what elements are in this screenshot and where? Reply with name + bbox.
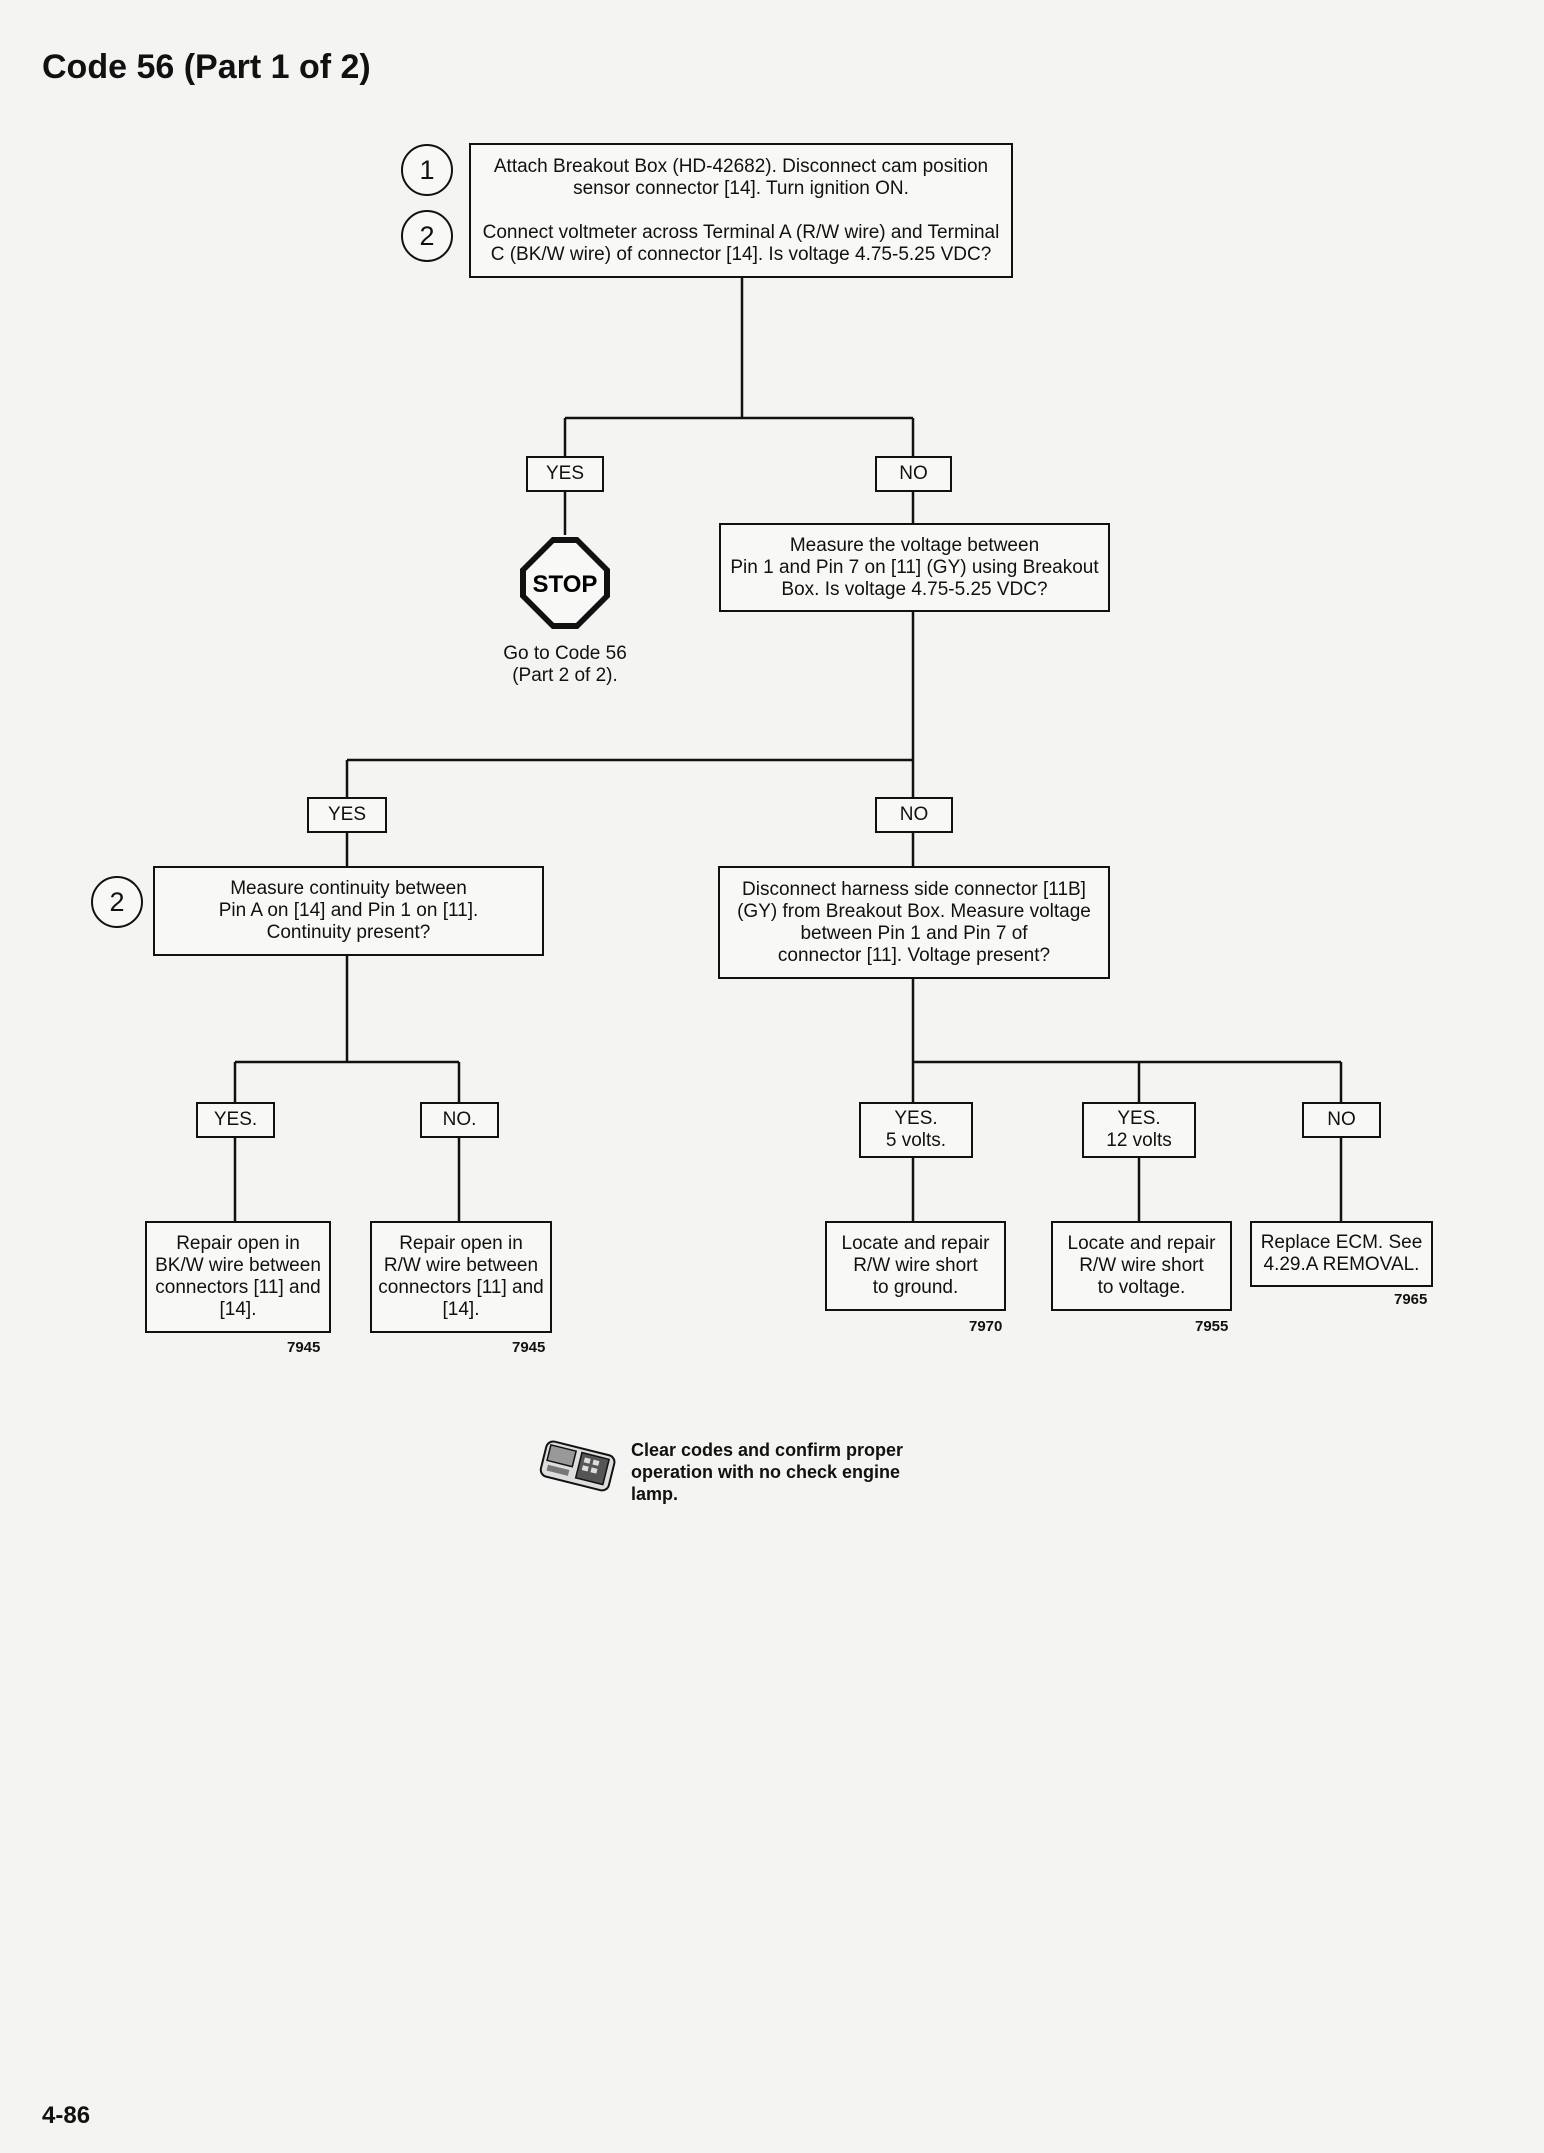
step-number-2: 2 (401, 210, 453, 262)
page-title: Code 56 (Part 1 of 2) (42, 48, 371, 86)
branch3-right-yes-5v-label: YES. 5 volts. (859, 1102, 973, 1158)
result-ref-number: 7970 (969, 1318, 1003, 1335)
footer-note: Clear codes and confirm proper operation… (631, 1440, 904, 1504)
step3-left-line: Pin A on [14] and Pin 1 on [11]. (218, 900, 479, 921)
branch1-no-label: NO (875, 456, 952, 492)
result-ref-number: 7965 (1394, 1291, 1428, 1308)
branch3-left-yes-label: YES. (196, 1102, 275, 1138)
step3-right-line: (GY) from Breakout Box. Measure voltage (737, 900, 1091, 922)
step2-line: Pin 1 and Pin 7 on [11] (GY) using Break… (730, 556, 1099, 578)
step1-line: C (BK/W wire) of connector [14]. Is volt… (490, 243, 992, 265)
step3-right-box: Disconnect harness side connector [11B] … (718, 866, 1110, 979)
result-box-short-ground: Locate and repair R/W wire short to grou… (825, 1221, 1006, 1311)
step3-right-line: between Pin 1 and Pin 7 of (800, 922, 1028, 944)
step1-line: sensor connector [14]. Turn ignition ON. (573, 177, 909, 199)
step1-line: Connect voltmeter across Terminal A (R/W… (482, 221, 1000, 243)
step2-box: Measure the voltage between Pin 1 and Pi… (719, 523, 1110, 612)
step3-left-line: Continuity present? (266, 922, 431, 943)
stop-note: Go to Code 56 (Part 2 of 2). (503, 643, 627, 686)
branch2-yes-label: YES (307, 797, 387, 833)
result-box-short-voltage: Locate and repair R/W wire short to volt… (1051, 1221, 1232, 1311)
branch3-right-yes-12v-label: YES. 12 volts (1082, 1102, 1196, 1158)
step3-left-box: Measure continuity between Pin A on [14]… (153, 866, 544, 956)
result-box-bkw-open: Repair open in BK/W wire between connect… (145, 1221, 331, 1333)
step3-left-line: Measure continuity between (230, 878, 467, 899)
step-number-1: 1 (401, 144, 453, 196)
result-ref-number: 7945 (287, 1339, 321, 1356)
result-box-rw-open: Repair open in R/W wire between connecto… (370, 1221, 552, 1333)
diagnostic-scanner-icon (539, 1440, 616, 1492)
stop-sign-icon: STOP (520, 537, 610, 629)
branch3-right-no-label: NO (1302, 1102, 1381, 1138)
step2-line: Measure the voltage between (789, 534, 1040, 556)
branch1-yes-label: YES (526, 456, 604, 492)
result-ref-number: 7945 (512, 1339, 546, 1356)
stop-sign-label: STOP (533, 571, 598, 598)
step3-right-line: connector [11]. Voltage present? (777, 944, 1051, 966)
step2-line: Box. Is voltage 4.75-5.25 VDC? (781, 578, 1048, 600)
result-box-replace-ecm: Replace ECM. See 4.29.A REMOVAL. (1250, 1221, 1433, 1287)
step3-right-line: Disconnect harness side connector [11B] (742, 878, 1086, 900)
result-ref-number: 7955 (1195, 1318, 1229, 1335)
branch2-no-label: NO (875, 797, 953, 833)
step-number-2-left: 2 (91, 876, 143, 928)
branch3-left-no-label: NO. (420, 1102, 499, 1138)
page-number: 4-86 (42, 2102, 91, 2129)
step1-box: Attach Breakout Box (HD-42682). Disconne… (469, 143, 1013, 278)
step1-line: Attach Breakout Box (HD-42682). Disconne… (493, 155, 989, 177)
